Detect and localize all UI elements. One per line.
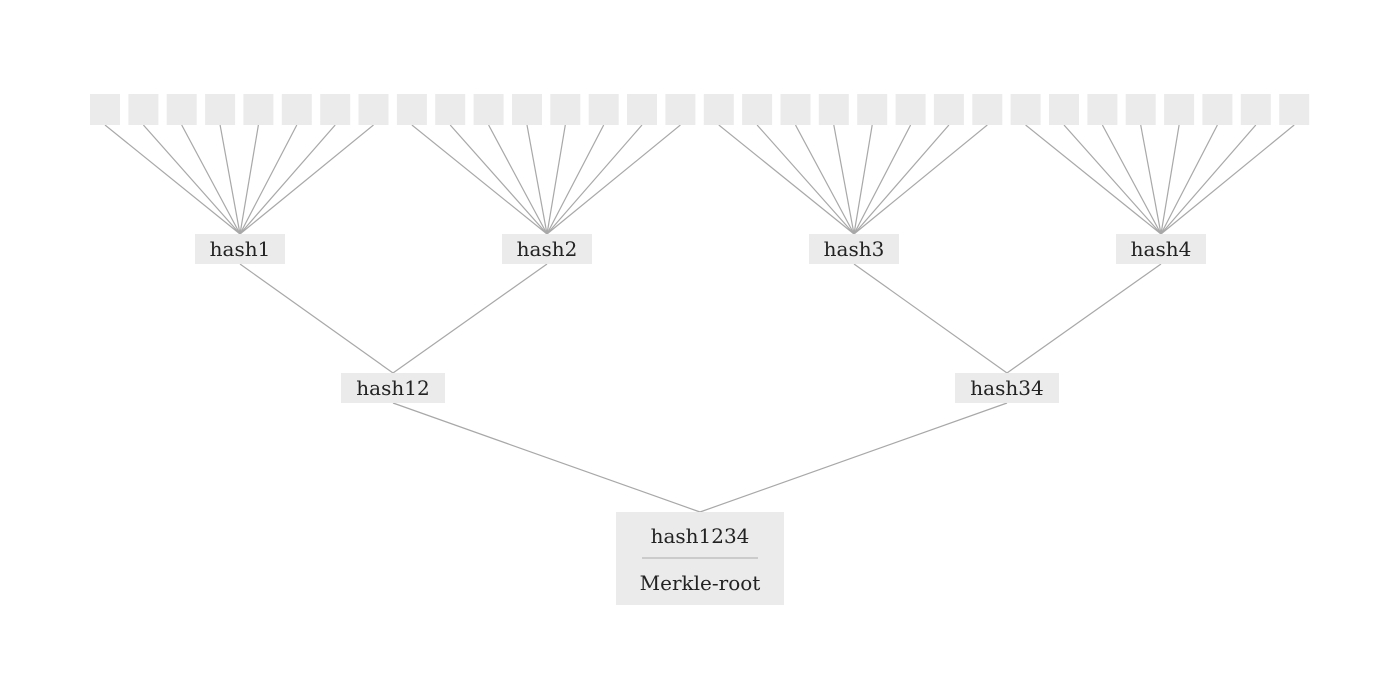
leaf-edge <box>488 124 548 235</box>
leaf-edge <box>239 124 374 235</box>
edge-hash34-root <box>699 402 1008 513</box>
leaf-edge <box>239 124 259 235</box>
data-block-leaf <box>857 94 888 125</box>
leaf-edge <box>546 124 643 235</box>
data-block-leaf <box>665 94 696 125</box>
data-block-leaf <box>1087 94 1118 125</box>
data-block-leaf <box>166 94 197 125</box>
root-caption: Merkle-root <box>640 571 761 595</box>
leaf-edge <box>181 124 241 235</box>
data-block-leaf <box>895 94 926 125</box>
data-block-leaf <box>320 94 351 125</box>
data-block-leaf <box>205 94 236 125</box>
leaf-edge <box>526 124 548 235</box>
leaf-edge <box>718 124 855 235</box>
hash-node-3-label: hash3 <box>824 237 885 261</box>
root-hash-label: hash1234 <box>651 524 750 548</box>
leaf-edge <box>794 124 855 235</box>
leaf-blocks <box>90 94 1310 125</box>
leaf-edge <box>1160 124 1218 235</box>
leaf-edge <box>142 124 241 235</box>
leaf-edge <box>239 124 336 235</box>
data-block-leaf <box>396 94 427 125</box>
data-block-leaf <box>128 94 159 125</box>
leaf-edge <box>1160 124 1295 235</box>
data-block-leaf <box>742 94 773 125</box>
data-block-leaf <box>933 94 964 125</box>
hash-node-12: hash12 <box>341 373 445 403</box>
leaf-edge <box>833 124 855 235</box>
hash-node-1: hash1 <box>195 234 285 264</box>
leaf-edge <box>756 124 855 235</box>
leaf-edge <box>853 124 873 235</box>
hash-node-34: hash34 <box>955 373 1059 403</box>
leaf-edge <box>1160 124 1257 235</box>
data-block-leaf <box>1010 94 1041 125</box>
leaf-edge <box>219 124 241 235</box>
hash-node-1-label: hash1 <box>210 237 271 261</box>
data-block-leaf <box>512 94 542 125</box>
leaf-edge <box>546 124 605 235</box>
leaf-edge <box>853 124 988 235</box>
edge-hash12-root <box>392 402 701 513</box>
leaf-edge <box>1063 124 1162 235</box>
data-block-leaf <box>473 94 504 125</box>
data-block-leaf <box>703 94 734 125</box>
leaf-edge <box>853 124 950 235</box>
data-block-leaf <box>1279 94 1310 125</box>
leaf-edge <box>1101 124 1162 235</box>
data-block-leaf <box>550 94 581 125</box>
hash-node-12-label: hash12 <box>356 376 429 400</box>
hash-node-2-label: hash2 <box>517 237 578 261</box>
hash-node-4-label: hash4 <box>1131 237 1192 261</box>
leaf-edge <box>546 124 681 235</box>
data-block-leaf <box>435 94 466 125</box>
data-block-leaf <box>90 94 120 125</box>
leaf-edge <box>1140 124 1162 235</box>
leaf-edge <box>411 124 548 235</box>
edge-hash2-hash12 <box>392 263 548 374</box>
merkle-root-node: hash1234 Merkle-root <box>616 512 784 605</box>
edge-hash1-hash12 <box>239 263 394 374</box>
data-block-leaf <box>972 94 1003 125</box>
leaf-edge <box>1025 124 1162 235</box>
data-block-leaf <box>818 94 849 125</box>
data-block-leaf <box>1240 94 1271 125</box>
data-block-leaf <box>627 94 657 125</box>
leaf-edge <box>104 124 241 235</box>
data-block-leaf <box>281 94 312 125</box>
edge-hash3-hash34 <box>853 263 1008 374</box>
leaf-edge <box>1160 124 1180 235</box>
edge-hash4-hash34 <box>1006 263 1162 374</box>
tree-edges <box>104 124 1295 513</box>
hash-node-34-label: hash34 <box>970 376 1043 400</box>
hash-node-3: hash3 <box>809 234 899 264</box>
leaf-edge <box>853 124 912 235</box>
data-block-leaf <box>1164 94 1195 125</box>
data-block-leaf <box>1049 94 1079 125</box>
data-block-leaf <box>1125 94 1156 125</box>
data-block-leaf <box>1202 94 1233 125</box>
data-block-leaf <box>358 94 389 125</box>
leaf-edge <box>449 124 548 235</box>
leaf-edge <box>239 124 298 235</box>
leaf-edge <box>546 124 566 235</box>
data-block-leaf <box>780 94 811 125</box>
hash-node-4: hash4 <box>1116 234 1206 264</box>
data-block-leaf <box>588 94 619 125</box>
hash-node-2: hash2 <box>502 234 592 264</box>
data-block-leaf <box>243 94 274 125</box>
